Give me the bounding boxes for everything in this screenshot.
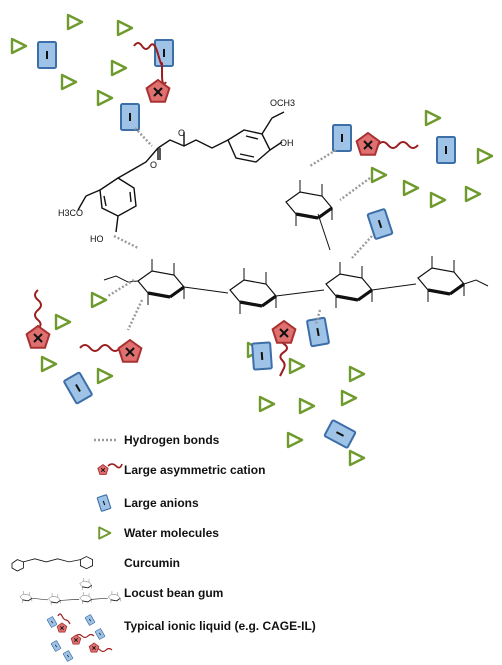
- water-molecule: [54, 313, 72, 331]
- water-molecule: [402, 179, 420, 197]
- anion: [323, 418, 357, 450]
- legend-label-curcumin: Curcumin: [124, 556, 180, 570]
- anion: [436, 136, 456, 164]
- ho-label: HO: [90, 234, 104, 244]
- water-molecule: [370, 166, 388, 184]
- curcumin-icon: [11, 556, 93, 572]
- cation: [25, 325, 51, 349]
- curcumin-atom-labels: OCH3 OH O O H3CO HO: [58, 98, 295, 244]
- water-molecule: [90, 291, 108, 309]
- legend-label-anions: Large anions: [124, 496, 199, 510]
- anion: [62, 371, 94, 405]
- keto-oxygen-label: O: [150, 160, 157, 170]
- water-molecule: [298, 397, 316, 415]
- water-icon: [98, 526, 112, 540]
- anion-icon: [96, 494, 112, 512]
- water-molecule: [476, 147, 494, 165]
- h3co-label: H3CO: [58, 208, 83, 218]
- och3-label: OCH3: [270, 98, 295, 108]
- legend-label-locust-bean-gum: Locust bean gum: [124, 586, 223, 600]
- water-molecule: [429, 191, 447, 209]
- legend-label-cation: Large asymmetric cation: [124, 463, 265, 477]
- anions: [37, 39, 456, 450]
- water-molecule: [66, 13, 84, 31]
- water-molecule: [116, 19, 134, 37]
- water-molecule: [60, 73, 78, 91]
- hydrogen-bonds: [107, 127, 373, 331]
- water-molecule: [464, 185, 482, 203]
- keto-oxygen-label: O: [178, 128, 185, 138]
- anion: [120, 103, 140, 131]
- water-molecule: [286, 431, 304, 449]
- oh-label: OH: [280, 138, 294, 148]
- water-molecule: [10, 37, 28, 55]
- water-molecule: [424, 109, 442, 127]
- legend-label-water: Water molecules: [124, 526, 219, 540]
- legend-label-ionic-liquid: Typical ionic liquid (e.g. CAGE-IL): [124, 619, 316, 633]
- water-molecule: [96, 89, 114, 107]
- cation: [355, 132, 381, 156]
- water-molecule: [40, 355, 58, 373]
- water-molecule: [348, 365, 366, 383]
- water-molecule: [110, 59, 128, 77]
- curcumin-structure: [77, 111, 285, 233]
- water-molecule: [288, 357, 306, 375]
- water-molecule: [96, 367, 114, 385]
- water-molecule: [340, 389, 358, 407]
- locust-bean-gum-structure: [103, 178, 489, 316]
- anion: [305, 316, 331, 348]
- water-molecule: [348, 449, 366, 467]
- anion: [332, 124, 352, 152]
- cation-icon: [97, 463, 123, 475]
- water-molecule: [258, 395, 276, 413]
- cation: [271, 320, 297, 344]
- legend-label-hydrogen-bonds: Hydrogen bonds: [124, 433, 220, 447]
- legend: Hydrogen bonds Large asymmetric cation L…: [11, 433, 316, 662]
- anion: [366, 207, 394, 241]
- cation: [117, 339, 143, 363]
- cations: [25, 42, 419, 377]
- anion: [37, 41, 57, 69]
- anion: [251, 341, 273, 371]
- locust-bean-gum-icon: [19, 577, 121, 606]
- ionic-liquid-icon: [46, 613, 113, 662]
